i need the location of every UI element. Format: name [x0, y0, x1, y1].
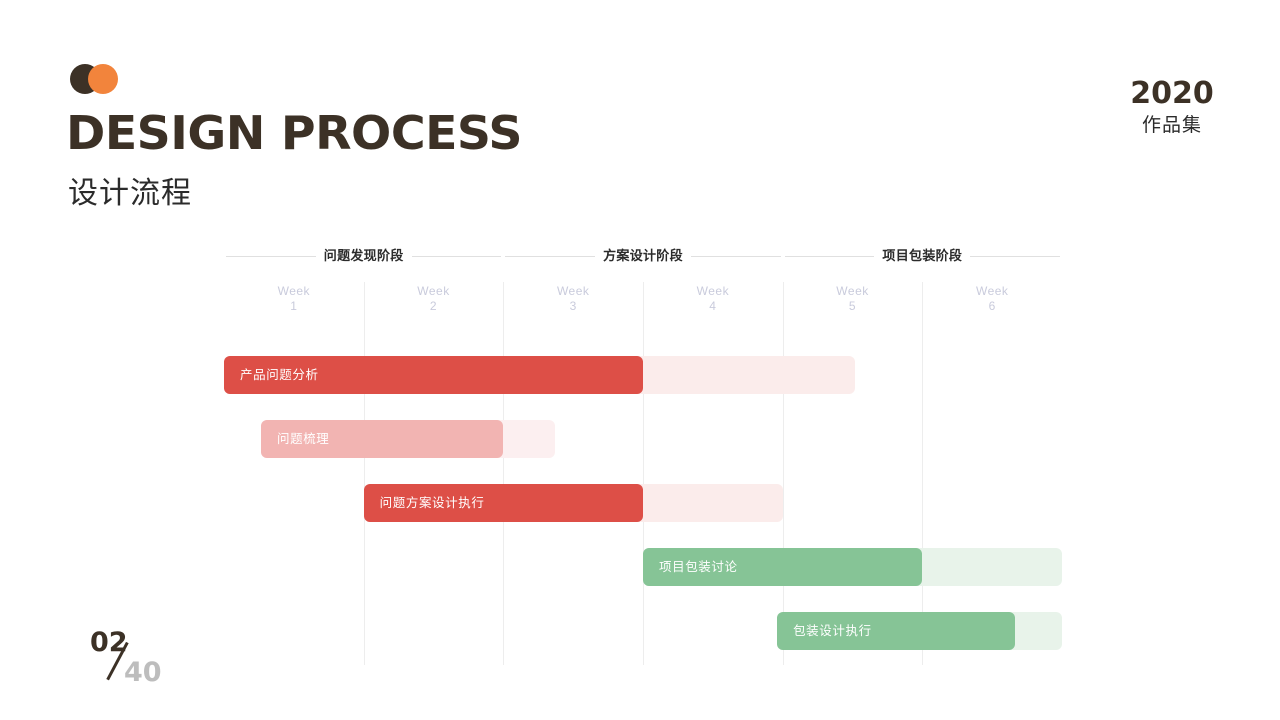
page-indicator: 02 40 [90, 628, 200, 698]
gantt-row: 项目包装讨论 [224, 548, 1062, 586]
page-title-cn: 设计流程 [68, 177, 192, 210]
phase-label: 方案设计阶段 [603, 248, 683, 263]
phase-rule-right [970, 255, 1060, 257]
week-number: 3 [569, 299, 577, 313]
phase-rule-left [784, 255, 875, 257]
week-word: Week [836, 284, 869, 298]
year-label-cn: 作品集 [1141, 115, 1202, 136]
logo-orange-circle-icon [88, 64, 118, 94]
phase-rule-right [411, 255, 502, 257]
gantt-row: 包装设计执行 [224, 612, 1062, 650]
gantt-bar[interactable]: 问题方案设计执行 [363, 484, 643, 522]
page-title-en: DESIGN PROCESS [66, 106, 523, 160]
gantt-bar[interactable]: 项目包装讨论 [643, 548, 923, 586]
week-word: Week [277, 284, 311, 298]
year-block: 2020 作品集 [1102, 78, 1242, 138]
week-number: 1 [290, 299, 298, 313]
phase-header-3: 项目包装阶段 [783, 244, 1062, 268]
phase-header-row: 问题发现阶段 方案设计阶段 项目包装阶段 [224, 244, 1062, 268]
brand-logo [70, 64, 130, 96]
week-word: Week [975, 284, 1009, 298]
week-number: 2 [429, 299, 438, 313]
gantt-bar-label: 项目包装讨论 [659, 560, 738, 574]
phase-rule-right [690, 255, 781, 257]
gantt-bar-label: 产品问题分析 [240, 368, 319, 382]
week-number: 4 [709, 299, 717, 313]
year-number: 2020 [1130, 76, 1214, 111]
week-word: Week [417, 284, 450, 298]
gantt-bar-label: 问题梳理 [277, 432, 330, 446]
phase-header-2: 方案设计阶段 [503, 244, 782, 268]
gantt-bar-label: 问题方案设计执行 [379, 496, 485, 510]
phase-label: 项目包装阶段 [882, 248, 963, 263]
week-word: Week [696, 284, 730, 298]
gantt-row: 问题梳理 [224, 420, 1062, 458]
gantt-row: 产品问题分析 [224, 356, 1062, 394]
page-total: 40 [124, 657, 162, 688]
gantt-bars: 产品问题分析问题梳理问题方案设计执行项目包装讨论包装设计执行 [224, 356, 1062, 669]
week-number: 5 [848, 299, 857, 313]
week-word: Week [556, 284, 590, 298]
gantt-bar[interactable]: 产品问题分析 [224, 356, 643, 394]
gantt-bar[interactable]: 问题梳理 [261, 420, 504, 458]
week-number: 6 [988, 299, 996, 313]
phase-rule-left [226, 255, 316, 257]
gantt-bar[interactable]: 包装设计执行 [777, 612, 1015, 650]
gantt-row: 问题方案设计执行 [224, 484, 1062, 522]
phase-rule-left [505, 255, 596, 257]
gantt-bar-label: 包装设计执行 [793, 624, 872, 638]
phase-label: 问题发现阶段 [323, 248, 404, 263]
phase-header-1: 问题发现阶段 [224, 244, 503, 268]
